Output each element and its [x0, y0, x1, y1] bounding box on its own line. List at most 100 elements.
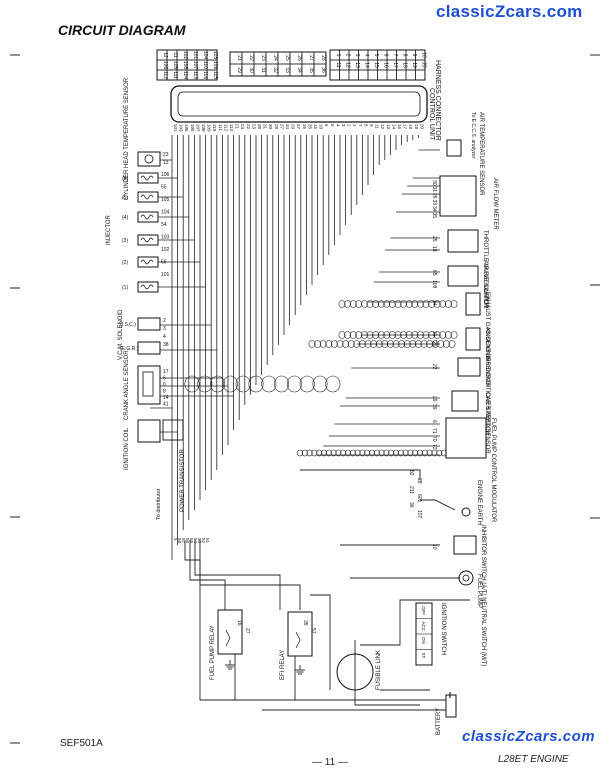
- pin-number: 8: [163, 389, 166, 395]
- pin-number: 65: [431, 270, 437, 276]
- unit-pin-number: 16: [397, 124, 402, 130]
- connector-pin-label: 104: [202, 51, 208, 60]
- connector-cell: [206, 69, 218, 81]
- unit-pin-number: 2: [347, 124, 352, 127]
- fuel-pump-core: [462, 574, 470, 582]
- shield-coil: [344, 331, 352, 339]
- throttle-label: THROTTLE VALVE SWITCH: [482, 230, 488, 307]
- pin-number: 26: [431, 193, 437, 199]
- shield-coil: [400, 331, 408, 339]
- connector-pin-label: 8: [401, 54, 407, 57]
- eccs-analyzer-label: To E.C.C.S. analyzer: [470, 112, 476, 159]
- pin-number: 3: [163, 326, 166, 332]
- connector-pin-label: 110: [202, 61, 208, 69]
- fuel-pump-modulator: [445, 417, 487, 459]
- injector-coil: [140, 194, 154, 200]
- pin-number: 70: [431, 436, 437, 442]
- shield-coil: [319, 340, 327, 348]
- wire: [194, 540, 281, 610]
- pin-number: 30: [431, 180, 437, 186]
- connector-pin-label: 17: [392, 62, 398, 68]
- connector-pin-label: 16: [382, 62, 388, 68]
- shield-coil: [377, 300, 385, 308]
- unit-pin-number: 23: [251, 124, 256, 130]
- wire: [300, 469, 421, 480]
- unit-pin-number: 110: [212, 124, 217, 132]
- shield-coil: [184, 375, 200, 393]
- shield-coil: [426, 340, 434, 348]
- shield-coil: [325, 340, 333, 348]
- distributor-label: To distributor: [156, 488, 162, 520]
- fuel-pump-motor: [458, 570, 474, 586]
- connector-pin-label: 15: [373, 62, 379, 68]
- connector-pin-label: 7: [392, 54, 398, 57]
- isc-label: (I.S.C.): [120, 322, 136, 328]
- shield-coil: [442, 340, 450, 348]
- shield-coil: [338, 300, 346, 308]
- pin-number: 36: [408, 502, 414, 508]
- pin-number: 52: [201, 538, 206, 544]
- connector-pin-label: 5: [373, 54, 379, 57]
- shield-coil: [368, 449, 375, 457]
- shield-coil: [306, 449, 313, 457]
- pin-number: 22: [431, 364, 437, 370]
- shield-coil: [325, 375, 341, 393]
- injector-coil: [140, 214, 154, 220]
- unit-pin-number: 105: [184, 124, 189, 132]
- injector-number: (2): [122, 260, 128, 266]
- crank-angle-label: CRANK ANGLE SENSOR: [124, 350, 130, 420]
- shield-coil: [338, 331, 346, 339]
- shield-coil: [274, 375, 290, 393]
- connector-pin-label: 6: [382, 54, 388, 57]
- connector-pin-label: 102: [182, 51, 188, 60]
- shield-coil: [411, 331, 419, 339]
- shield-coil: [439, 331, 447, 339]
- pin-number: 24: [431, 300, 437, 306]
- brand-watermark-top: classicZcars.com: [436, 2, 583, 21]
- unit-pin-number: 15: [313, 124, 318, 130]
- shield-coil: [448, 340, 456, 348]
- shield-coil: [444, 300, 452, 308]
- unit-pin-number: 113: [229, 124, 234, 132]
- unit-pin-number: 6: [324, 124, 329, 127]
- air-regulator: [447, 265, 479, 287]
- shield-coil: [398, 340, 406, 348]
- shield-coil: [433, 331, 441, 339]
- shield-coil: [394, 331, 402, 339]
- shield-coil: [355, 300, 363, 308]
- pin-number: 18: [431, 246, 437, 252]
- shield-coil: [314, 340, 322, 348]
- unit-pin-number: 3: [341, 124, 346, 127]
- connector-pin-label: 12: [162, 52, 168, 58]
- unit-pin-number: 26: [302, 124, 307, 130]
- shield-coil: [416, 300, 424, 308]
- pin-number: 106: [161, 172, 170, 178]
- connector-pin-label: 14: [363, 62, 369, 68]
- connector-cell: [415, 69, 426, 81]
- shield-coil: [373, 449, 380, 457]
- ac-switch: [457, 357, 481, 377]
- pin-number: 56: [185, 538, 190, 544]
- air-flow-label: AIR FLOW METER: [492, 178, 498, 230]
- ignition-position-label: ON: [421, 637, 426, 644]
- shield-coil: [335, 449, 342, 457]
- unit-pin-number: 4: [335, 124, 340, 127]
- connector-pin-label: 10: [420, 52, 426, 58]
- unit-pin-number: 30: [268, 124, 273, 130]
- ignition-position-label: ACC: [421, 622, 426, 632]
- connector-pin-label: 31: [260, 67, 266, 73]
- shield-coil: [336, 340, 344, 348]
- connector-pin-label: 111: [172, 71, 178, 79]
- cylinder-head-temp-sensor: [137, 151, 161, 167]
- pin-number: 54: [193, 538, 198, 544]
- air-regulator-label: AIR REGULATOR: [482, 260, 488, 309]
- shield-coil: [364, 449, 371, 457]
- shield-coil: [450, 300, 458, 308]
- shield-coil: [383, 331, 391, 339]
- shield-coil: [222, 375, 238, 393]
- injector-number: (4): [122, 215, 128, 221]
- pin-number: 211: [408, 486, 414, 494]
- shield-coil: [347, 340, 355, 348]
- injector: [137, 191, 159, 203]
- unit-pin-number: 20: [419, 124, 424, 130]
